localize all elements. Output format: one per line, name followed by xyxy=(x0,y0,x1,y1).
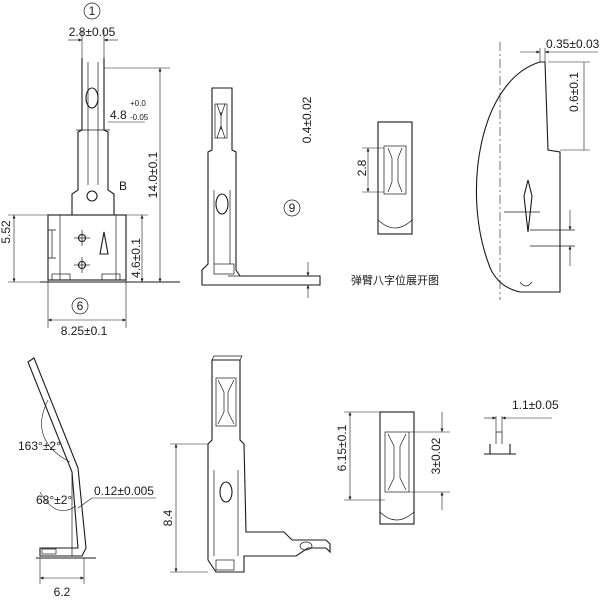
front-view: 1 2.8±0.05 4.8 +0.0 -0.05 B xyxy=(0,2,180,338)
spring-arm xyxy=(99,231,109,255)
curved-profile xyxy=(475,61,561,293)
dim-body-height: 4.6±0.1 xyxy=(129,238,143,278)
balloon-9 xyxy=(283,199,301,217)
side-body xyxy=(201,87,321,286)
dim-clip-inner: 3±0.02 xyxy=(429,437,443,474)
bar-detail-view: 1.1±0.05 xyxy=(484,398,559,455)
dim-angle-top: 163°±2° xyxy=(18,439,61,453)
balloon-6 xyxy=(71,297,89,315)
dim-thickness: 0.4±0.02 xyxy=(300,96,314,143)
unfold-strip xyxy=(377,121,413,235)
balloon-6-label: 6 xyxy=(77,299,84,313)
dim-tab-width-lower: -0.05 xyxy=(130,113,149,122)
bent-arm xyxy=(27,357,87,557)
iso-body xyxy=(207,359,331,573)
dim-iso-height: 8.4 xyxy=(161,509,175,526)
dim-bar-width: 1.1±0.05 xyxy=(512,398,559,412)
dim-clip-height: 6.15±0.1 xyxy=(335,424,349,471)
dim-foot-width: 6.2 xyxy=(54,585,71,599)
dim-base-width: 8.25±0.1 xyxy=(61,324,108,338)
dim-side-height: 5.52 xyxy=(0,220,13,244)
dim-tab-width: 4.8 xyxy=(110,108,127,122)
dim-gap: 0.35±0.03 xyxy=(546,37,600,51)
clip-detail-view: 6.15±0.1 3±0.02 xyxy=(335,411,450,525)
clip-strip xyxy=(379,411,415,525)
dim-total-height: 14.0±0.1 xyxy=(146,151,160,198)
balloon-1 xyxy=(83,2,101,20)
bent-profile-view: 163°±2° 68°±2° 0.12±0.005 6.2 xyxy=(18,357,156,599)
dim-sheet-thickness: 0.12±0.005 xyxy=(94,484,154,498)
balloon-1-label: 1 xyxy=(89,4,96,18)
point-b-label: B xyxy=(119,179,127,193)
dim-spring-length: 2.8 xyxy=(355,159,369,176)
dim-width-top: 2.8±0.05 xyxy=(69,25,116,39)
contact-slot xyxy=(85,87,99,109)
spring-unfold-view: 2.8 弹臂八字位展开图 xyxy=(351,121,439,287)
unfold-caption: 弹臂八字位展开图 xyxy=(351,273,439,287)
curved-section-view: 0.35±0.03 0.6±0.1 xyxy=(475,37,600,300)
isometric-view: 8.4 xyxy=(161,355,331,573)
balloon-9-label: 9 xyxy=(289,201,296,215)
body-plate xyxy=(47,214,127,281)
dim-angle-bottom: 68°±2° xyxy=(36,493,72,507)
side-view: 0.4±0.02 9 xyxy=(201,87,321,298)
dim-offset: 0.6±0.1 xyxy=(567,72,581,112)
pivot-hole xyxy=(86,190,98,202)
contact-tab xyxy=(62,58,83,216)
dim-tab-width-upper: +0.0 xyxy=(130,99,146,108)
